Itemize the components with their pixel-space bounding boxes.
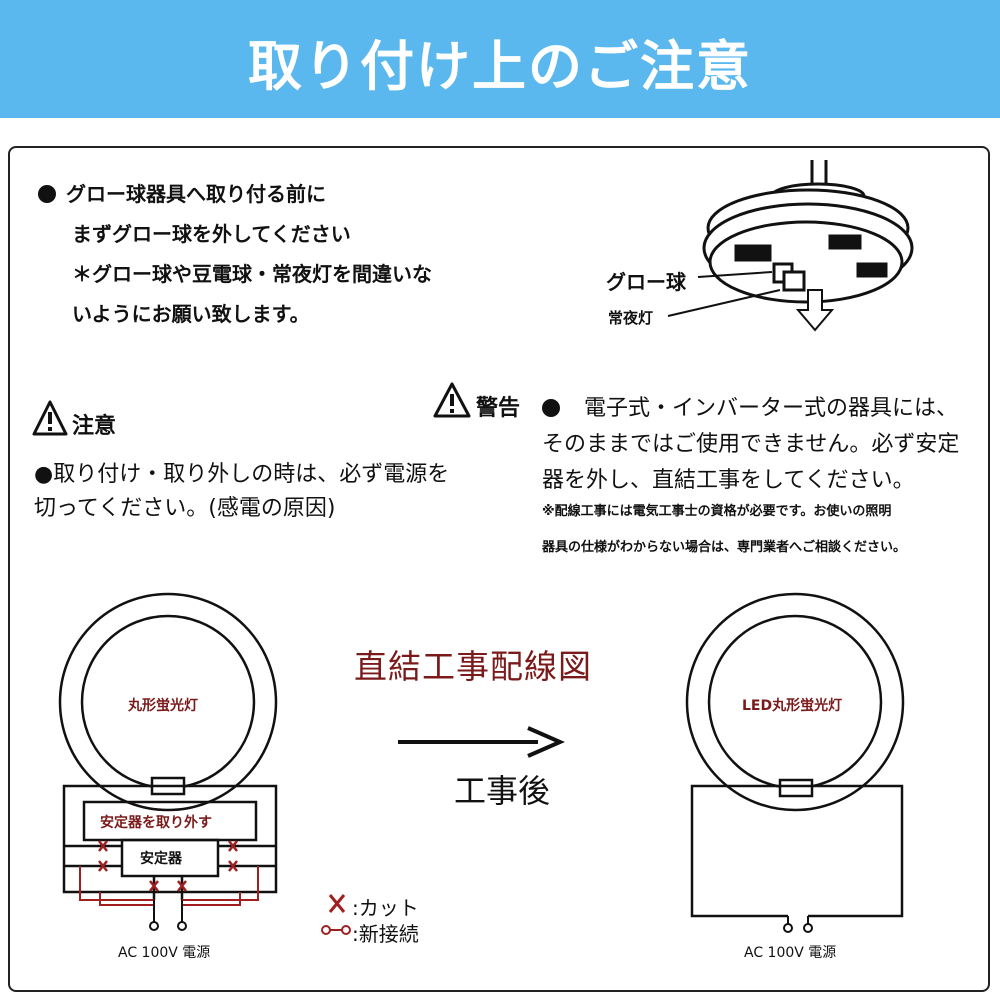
page-title: 取り付け上のご注意 xyxy=(248,35,752,98)
new-connection-wires xyxy=(79,866,259,906)
glow-notice-line3: ＊グロー球や豆電球・常夜灯を間違いな xyxy=(72,262,432,286)
legend-connect-label: :新接続 xyxy=(352,922,419,946)
glow-bulb-label: グロー球 xyxy=(606,270,686,294)
right-power-label: AC 100V 電源 xyxy=(744,945,837,961)
warning-note1: ※配線工事には電気工事士の資格が必要です。お使いの照明 xyxy=(542,504,892,519)
bullet-icon xyxy=(542,399,560,417)
legend-cut-label: :カット xyxy=(352,896,419,920)
left-power-label: AC 100V 電源 xyxy=(118,945,211,961)
right-arrow-icon xyxy=(527,726,565,758)
bullet-icon xyxy=(38,185,56,203)
remove-ballast-label: 安定器を取り外す xyxy=(100,815,212,831)
ballast-label: 安定器 xyxy=(140,851,182,867)
warning-triangle-icon xyxy=(433,382,471,418)
right-wiring xyxy=(690,784,904,918)
glow-notice-line2: まずグロー球を外してください xyxy=(72,222,351,246)
caution-line1: ●取り付け・取り外しの時は、必ず電源を xyxy=(34,462,450,487)
ceiling-fixture-illustration xyxy=(702,160,914,304)
warning-line3: 器を外し、直結工事をしてください。 xyxy=(542,468,915,493)
down-arrow-icon xyxy=(795,289,835,332)
warning-heading: 警告 xyxy=(476,396,521,421)
right-lamp-label: LED丸形蛍光灯 xyxy=(742,698,843,714)
glow-leader-line xyxy=(697,271,773,278)
legend-connect-icon xyxy=(321,925,351,935)
nightlight-label: 常夜灯 xyxy=(608,309,654,327)
glow-notice-line4: いようにお願い致します。 xyxy=(72,302,310,326)
left-wiring xyxy=(62,784,278,900)
left-lamp-label: 丸形蛍光灯 xyxy=(128,698,198,714)
warning-line1: 電子式・インバーター式の器具には、 xyxy=(542,390,958,422)
caution-heading: 注意 xyxy=(72,414,117,439)
legend-cut-icon xyxy=(328,894,346,913)
caution-triangle-icon xyxy=(32,400,68,436)
glow-notice-line1: グロー球器具へ取り付る前に xyxy=(38,178,326,207)
caution-line2: 切ってください。(感電の原因) xyxy=(34,496,336,521)
cut-marks xyxy=(98,840,238,892)
warning-note2: 器具の仕様がわからない場合は、専門業者へご相談ください。 xyxy=(542,540,907,555)
content-frame xyxy=(8,146,990,992)
after-work-label: 工事後 xyxy=(454,772,551,810)
nightlight-leader-line xyxy=(667,289,781,317)
header-banner xyxy=(0,0,1000,118)
warning-line2: そのままではご使用できません。必ず安定 xyxy=(542,432,960,457)
diagram-title: 直結工事配線図 xyxy=(354,647,592,686)
